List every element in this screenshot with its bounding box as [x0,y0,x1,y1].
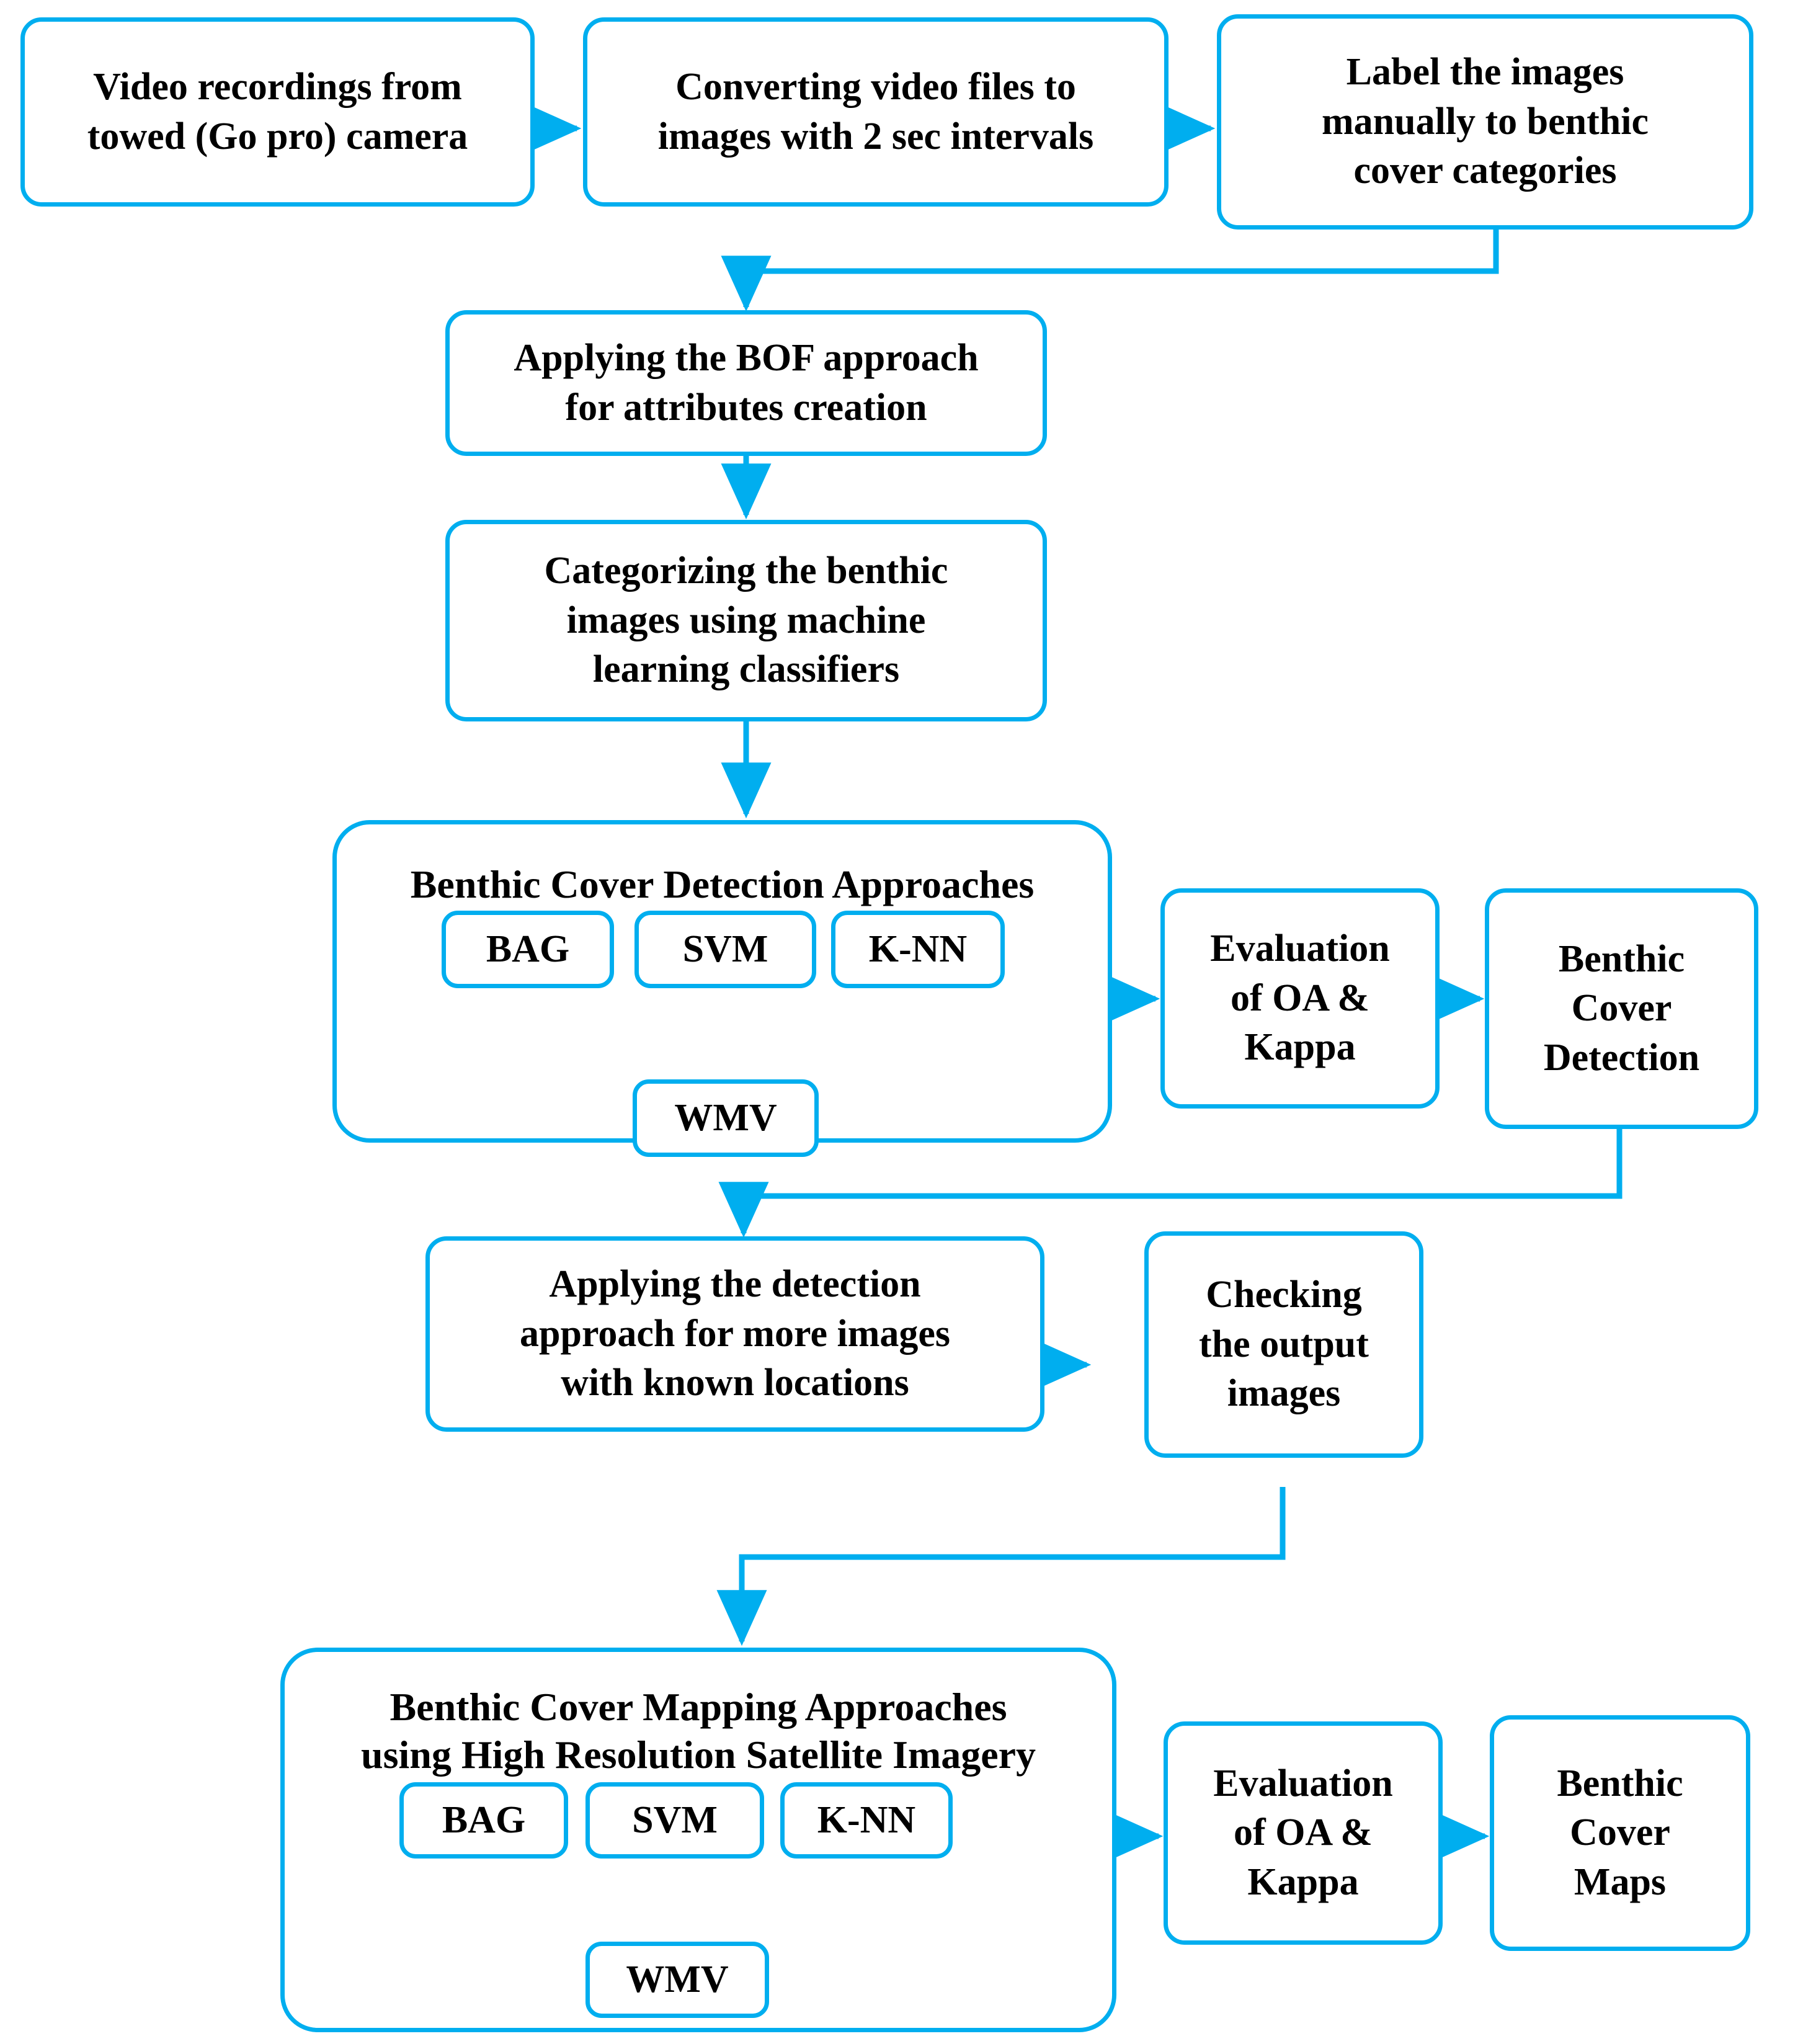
node-detection-svm-label: SVM [682,927,768,970]
node-detection-eval[interactable]: Evaluation of OA & Kappa [1160,888,1440,1109]
node-detection-bag[interactable]: BAG [442,911,614,988]
edge-label-to-bof [721,230,1499,312]
node-checking-output-label: Checking the output images [1199,1274,1369,1415]
node-video-recordings-label: Video recordings from towed (Go pro) cam… [87,66,468,158]
node-checking-output[interactable]: Checking the output images [1144,1231,1423,1458]
node-detection-result[interactable]: Benthic Cover Detection [1485,888,1758,1129]
node-bof-approach[interactable]: Applying the BOF approach for attributes… [445,310,1047,456]
node-video-recordings[interactable]: Video recordings from towed (Go pro) cam… [20,17,535,207]
node-mapping-container-title: Benthic Cover Mapping Approaches using H… [360,1685,1036,1777]
node-label-images[interactable]: Label the images manually to benthic cov… [1217,14,1753,230]
node-mapping-knn[interactable]: K-NN [780,1782,953,1859]
node-detection-container-title: Benthic Cover Detection Approaches [410,862,1035,906]
node-label-images-label: Label the images manually to benthic cov… [1321,51,1649,192]
node-mapping-bag-label: BAG [442,1798,526,1841]
node-categorizing-label: Categorizing the benthic images using ma… [544,550,948,691]
node-detection-svm[interactable]: SVM [634,911,816,988]
node-mapping-eval[interactable]: Evaluation of OA & Kappa [1164,1721,1443,1945]
node-mapping-wmv[interactable]: WMV [585,1942,769,2018]
node-categorizing[interactable]: Categorizing the benthic images using ma… [445,520,1047,721]
node-mapping-eval-label: Evaluation of OA & Kappa [1213,1762,1393,1903]
node-detection-knn-label: K-NN [868,927,968,970]
node-applying-detection-label: Applying the detection approach for more… [520,1263,950,1404]
node-mapping-knn-label: K-NN [817,1798,916,1841]
node-applying-detection[interactable]: Applying the detection approach for more… [425,1236,1044,1432]
node-mapping-svm-label: SVM [632,1798,718,1841]
node-detection-knn[interactable]: K-NN [831,911,1005,988]
node-bof-approach-label: Applying the BOF approach for attributes… [514,337,979,429]
node-mapping-wmv-label: WMV [626,1958,729,2001]
node-detection-eval-label: Evaluation of OA & Kappa [1210,927,1390,1069]
node-detection-wmv-label: WMV [674,1096,777,1139]
node-converting-video-label: Converting video files to images with 2 … [657,66,1094,158]
node-mapping-result-label: Benthic Cover Maps [1557,1762,1683,1903]
node-detection-bag-label: BAG [486,927,570,970]
node-mapping-svm[interactable]: SVM [585,1782,764,1859]
edge-checking-to-mapping [716,1487,1286,1646]
node-mapping-result[interactable]: Benthic Cover Maps [1490,1715,1750,1951]
node-detection-wmv[interactable]: WMV [633,1079,819,1157]
node-mapping-bag[interactable]: BAG [399,1782,568,1859]
edge-result-to-applying [718,1129,1623,1238]
node-detection-result-label: Benthic Cover Detection [1543,937,1700,1079]
node-converting-video[interactable]: Converting video files to images with 2 … [583,17,1169,207]
